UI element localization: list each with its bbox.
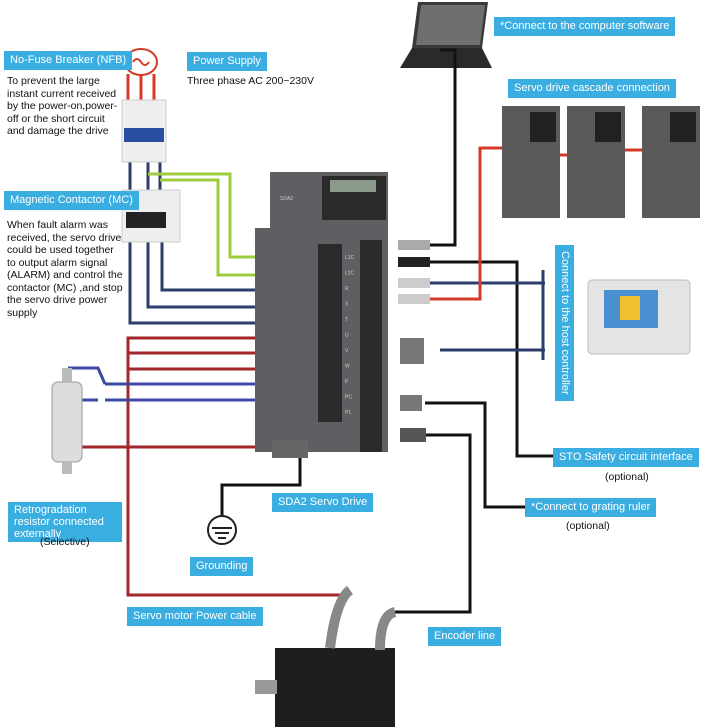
- host-controller-label: Connect to the host controller: [555, 245, 574, 401]
- motor-cable-label: Servo motor Power cable: [127, 607, 263, 626]
- sto-label: STO Safety circuit interface: [553, 448, 699, 467]
- cascade-label: Servo drive cascade connection: [508, 79, 676, 98]
- servo-drive-label: SDA2 Servo Drive: [272, 493, 374, 512]
- nfb-description: To prevent the large instant current rec…: [7, 75, 118, 137]
- wires: [66, 48, 642, 614]
- resistor-note: (Selective): [40, 536, 90, 548]
- grounding-label: Grounding: [190, 557, 254, 576]
- terminal-label: L2C: [345, 271, 355, 277]
- power-supply-description: Three phase AC 200~230V: [187, 75, 314, 87]
- terminal-label: T: [345, 317, 348, 323]
- nfb-title: No-Fuse Breaker (NFB): [4, 51, 133, 70]
- computer-software-label: *Connect to the computer software: [494, 17, 676, 36]
- resistor-icon: [51, 368, 83, 474]
- nfb-breaker-icon: [121, 48, 167, 163]
- grating-optional: (optional): [566, 520, 610, 532]
- terminal-label: U: [345, 333, 349, 339]
- terminal-label: R: [345, 286, 349, 292]
- resistor-label: Retrogradation resistor connected extern…: [8, 502, 122, 542]
- connector-icons: [398, 240, 430, 442]
- drive-model-text: SDA2: [280, 196, 293, 202]
- mc-title: Magnetic Contactor (MC): [4, 191, 139, 210]
- grating-label: *Connect to grating ruler: [525, 498, 657, 517]
- sto-optional: (optional): [605, 471, 649, 483]
- terminal-label: L1C: [345, 255, 355, 261]
- terminal-label: S: [345, 302, 349, 308]
- laptop-icon: [400, 2, 492, 68]
- servo-motor-icon: [255, 585, 397, 727]
- terminal-label: PC: [345, 395, 352, 401]
- terminal-label: V: [345, 348, 349, 354]
- terminal-label: P1: [345, 410, 351, 416]
- terminal-label: W: [345, 364, 350, 370]
- power-supply-title: Power Supply: [187, 52, 267, 71]
- servo-drive-icon: SDA2: [255, 172, 388, 458]
- encoder-label: Encoder line: [428, 627, 502, 646]
- mc-description: When fault alarm was received, the servo…: [7, 219, 123, 319]
- cascade-drive-icons: [502, 106, 700, 218]
- terminal-label: P: [345, 379, 349, 385]
- terminal-labels: L1C L2C R S T U V W P PC P1: [345, 255, 355, 416]
- hmi-panel-icon: [587, 279, 691, 355]
- ground-icon: [207, 515, 237, 545]
